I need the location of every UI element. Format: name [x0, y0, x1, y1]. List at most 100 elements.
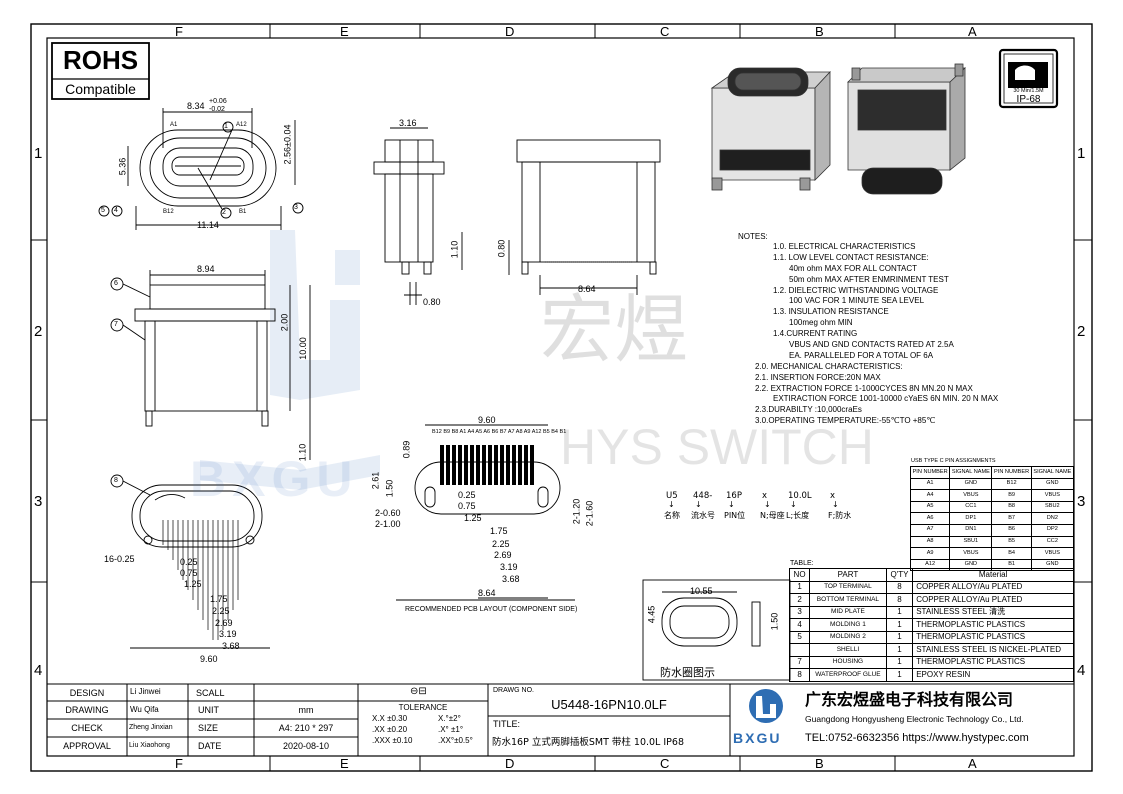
dim-label: 3.68 [502, 574, 520, 584]
dim-label: 0.80 [496, 239, 507, 258]
dim-label: 1.25 [464, 513, 482, 523]
table-cell: 1 [885, 605, 914, 619]
callout: 8 [114, 477, 118, 484]
note-line: 1.1. LOW LEVEL CONTACT RESISTANCE: [773, 252, 929, 262]
dim-label: 1.10 [297, 443, 308, 462]
dim-label: 8.34 [187, 101, 205, 111]
dim-label: 1.75 [210, 594, 228, 604]
tb-date: 2020-08-10 [282, 741, 330, 751]
dim-label: 0.25 [180, 557, 198, 567]
zone-letter: F [175, 756, 183, 771]
table-cell: A4 [909, 489, 951, 502]
table-cell: EPOXY RESIN [912, 668, 1074, 682]
callout: 6 [114, 280, 118, 287]
part-code-meaning: PIN位 [724, 511, 746, 520]
table-cell: 4 [788, 618, 811, 632]
tb-value: Zheng Jinxian [129, 724, 173, 731]
part-code-meaning: L;长度 [786, 511, 810, 520]
watermark-en: HYS SWITCH [560, 419, 874, 475]
table-cell: GND [949, 477, 993, 491]
table-cell: STAINLESS STEEL 清洗 [912, 605, 1074, 619]
dim-label: 2.69 [215, 618, 233, 628]
zone-number: 4 [34, 662, 43, 679]
table-cell: THERMOPLASTIC PLASTICS [912, 630, 1074, 644]
table-cell: TOP TERMINAL [809, 580, 887, 594]
table-cell: DN2 [1030, 512, 1075, 525]
table-cell: VBUS [1030, 489, 1075, 502]
dim-label: 0.80 [423, 297, 441, 307]
table-cell: VBUS [1030, 547, 1075, 560]
view-body [110, 270, 311, 460]
dim-label: 0.89 [401, 440, 412, 459]
dim-label: 10.00 [297, 337, 308, 360]
parts-table-title: TABLE: [790, 560, 814, 567]
table-cell: 1 [885, 668, 914, 682]
table-cell: 8 [788, 668, 811, 682]
watermark-brand: BXGU [190, 451, 359, 507]
zone-letter: A [968, 24, 977, 39]
dim-label: 8.64 [478, 588, 496, 598]
part-code-meaning: 名称 [664, 511, 680, 520]
tb-value: Li Jinwei [130, 687, 161, 696]
part-code-segment: U5 [666, 491, 678, 501]
note-line: 100meg ohm MIN [789, 318, 853, 328]
dim-label: 2-1.20 [571, 498, 582, 525]
watermark-cn: 宏煜 [540, 287, 688, 373]
table-cell: 1 [885, 655, 914, 669]
table-cell: VBUS [949, 489, 993, 502]
zone-letter: C [660, 24, 670, 39]
view-gasket [642, 579, 791, 681]
note-line: 2.3.DURABILTY :10,000craEs [755, 405, 862, 415]
tb-size: A4: 210 * 297 [278, 723, 334, 733]
note-line: 40m ohm MAX FOR ALL CONTACT [789, 263, 918, 273]
pin-label: B1 [239, 209, 247, 215]
rohs-title: ROHS [62, 45, 139, 75]
zone-letter: D [505, 24, 515, 39]
zone-number: 2 [1077, 323, 1086, 340]
table-cell: A8 [909, 535, 951, 549]
zone-number: 2 [34, 323, 43, 340]
pin-label: B12 [163, 209, 174, 215]
table-cell: MOLDING 2 [809, 630, 887, 644]
note-line: 1.3. INSULATION RESISTANCE [773, 307, 889, 317]
zone-letter: C [660, 756, 670, 771]
view-pcb-layout [396, 424, 575, 601]
table-header-cell: PIN NUMBER [909, 466, 951, 479]
dim-label: 8.94 [197, 264, 215, 274]
table-cell: COPPER ALLOY/Au PLATED [912, 580, 1074, 594]
table-cell: HOUSING [809, 655, 887, 669]
company-logo-icon [749, 689, 783, 723]
table-cell: A6 [909, 512, 951, 525]
table-cell: 1 [885, 618, 914, 632]
note-line: 2.2. EXTRACTION FORCE 1-1000CYCES 8N MN.… [755, 383, 973, 393]
table-cell: B8 [991, 500, 1032, 514]
dim-label: 1.25 [184, 579, 202, 589]
tb-tolerance-angle: .X° ±1° [438, 725, 464, 734]
dim-label: 1.50 [769, 612, 780, 631]
view-bottom [110, 474, 270, 649]
table-cell: 2 [788, 593, 811, 607]
view-front [508, 139, 661, 295]
projection-symbol: ⊖⊟ [410, 686, 427, 697]
note-line: 50m ohm MAX AFTER ENMRINMENT TEST [789, 274, 949, 284]
pin-sequence: B12 B9 B8 A1 A4 A5 A6 B6 B7 A7 A8 A9 A12… [432, 429, 567, 435]
tb-label: SIZE [198, 723, 219, 733]
table-cell: DP1 [949, 512, 993, 525]
table-cell: MOLDING 1 [809, 618, 887, 632]
watermark-logo [200, 230, 380, 490]
arrow-down-icon: ↓ [728, 500, 735, 509]
table-cell: THERMOPLASTIC PLASTICS [912, 655, 1074, 669]
part-code-segment: 10.0L [788, 491, 812, 501]
table-cell: STAINLESS STEEL IS NICKEL-PLATED [912, 643, 1074, 657]
dim-label: +0.06 [209, 98, 227, 105]
